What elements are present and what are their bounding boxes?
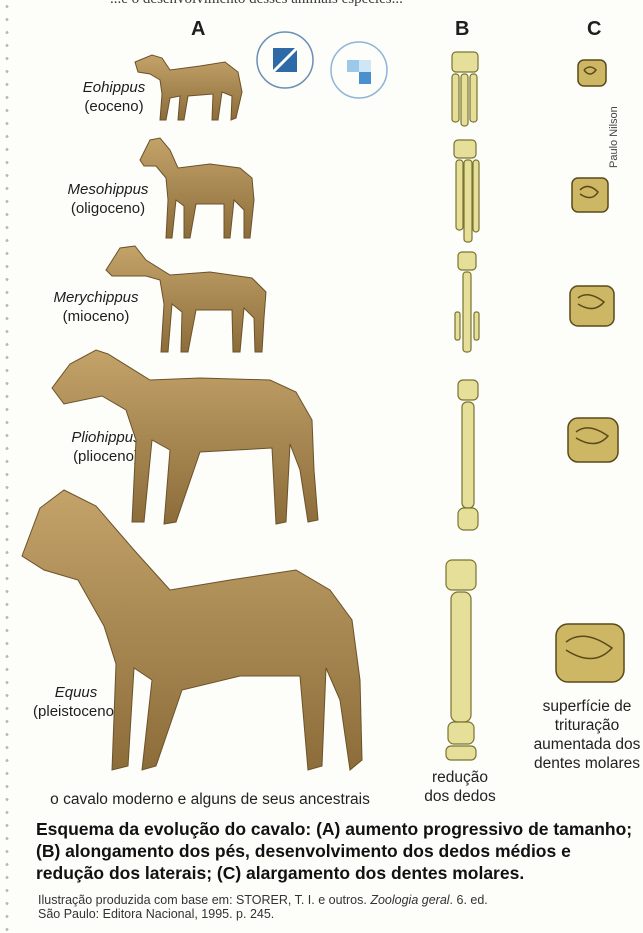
molar-merychippus bbox=[570, 286, 614, 326]
caption-c-line1: superfície de bbox=[543, 698, 632, 715]
caption-c: superfície de trituração aumentada dos d… bbox=[532, 697, 642, 773]
source-prefix: Ilustração produzida com base em: STORER… bbox=[38, 893, 370, 907]
molar-mesohippus bbox=[572, 178, 608, 212]
molar-eohippus bbox=[578, 60, 606, 86]
molar-teeth bbox=[0, 0, 643, 800]
source-citation: Ilustração produzida com base em: STORER… bbox=[38, 893, 638, 921]
figure-title: Esquema da evolução do cavalo: (A) aumen… bbox=[36, 818, 636, 884]
source-line2: São Paulo: Editora Nacional, 1995. p. 24… bbox=[38, 907, 274, 921]
caption-b: redução dos dedos bbox=[412, 768, 508, 806]
caption-b-line2: dos dedos bbox=[424, 788, 496, 805]
caption-c-line4: dentes molares bbox=[534, 755, 640, 772]
caption-c-line2: trituração bbox=[555, 717, 620, 734]
molar-pliohippus bbox=[568, 418, 618, 462]
caption-b-line1: redução bbox=[432, 769, 488, 786]
source-suffix: . 6. ed. bbox=[450, 893, 488, 907]
molar-equus bbox=[556, 624, 624, 682]
caption-c-line3: aumentada dos bbox=[534, 736, 641, 753]
caption-a: o cavalo moderno e alguns de seus ancest… bbox=[30, 790, 390, 809]
source-book: Zoologia geral bbox=[370, 893, 449, 907]
